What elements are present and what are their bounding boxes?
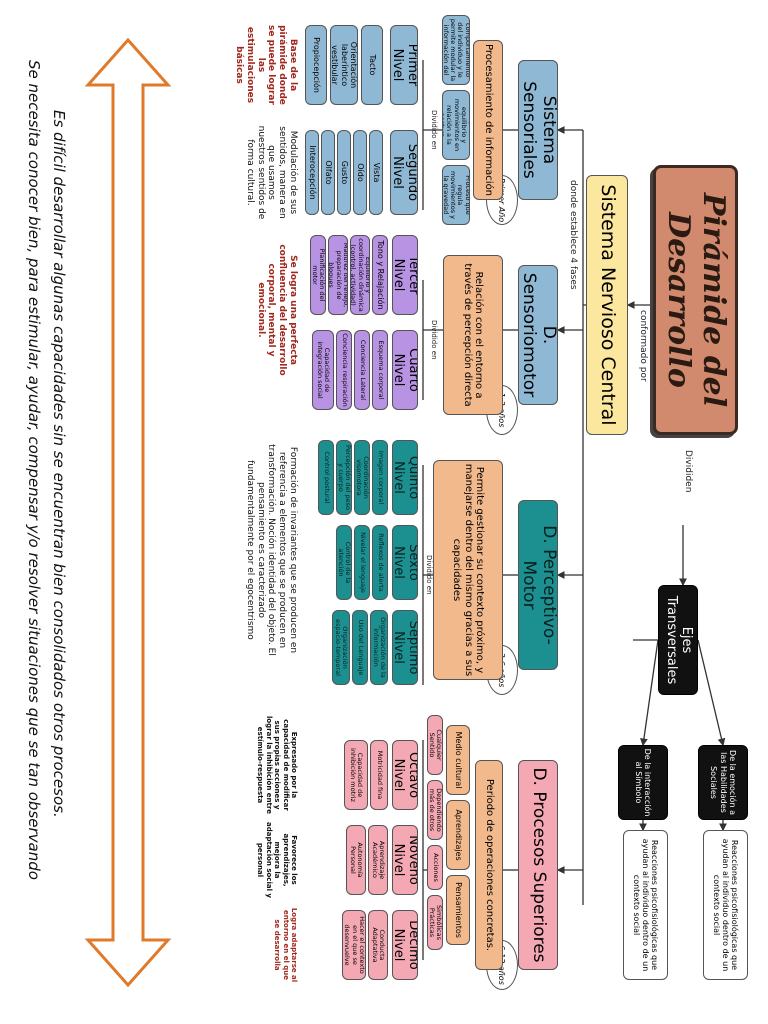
- bottom-text-1: Es difícil desarrollar algunas capacidad…: [50, 110, 68, 818]
- bottom-text-2: Se necesita conocer bien, para estimular…: [25, 60, 43, 880]
